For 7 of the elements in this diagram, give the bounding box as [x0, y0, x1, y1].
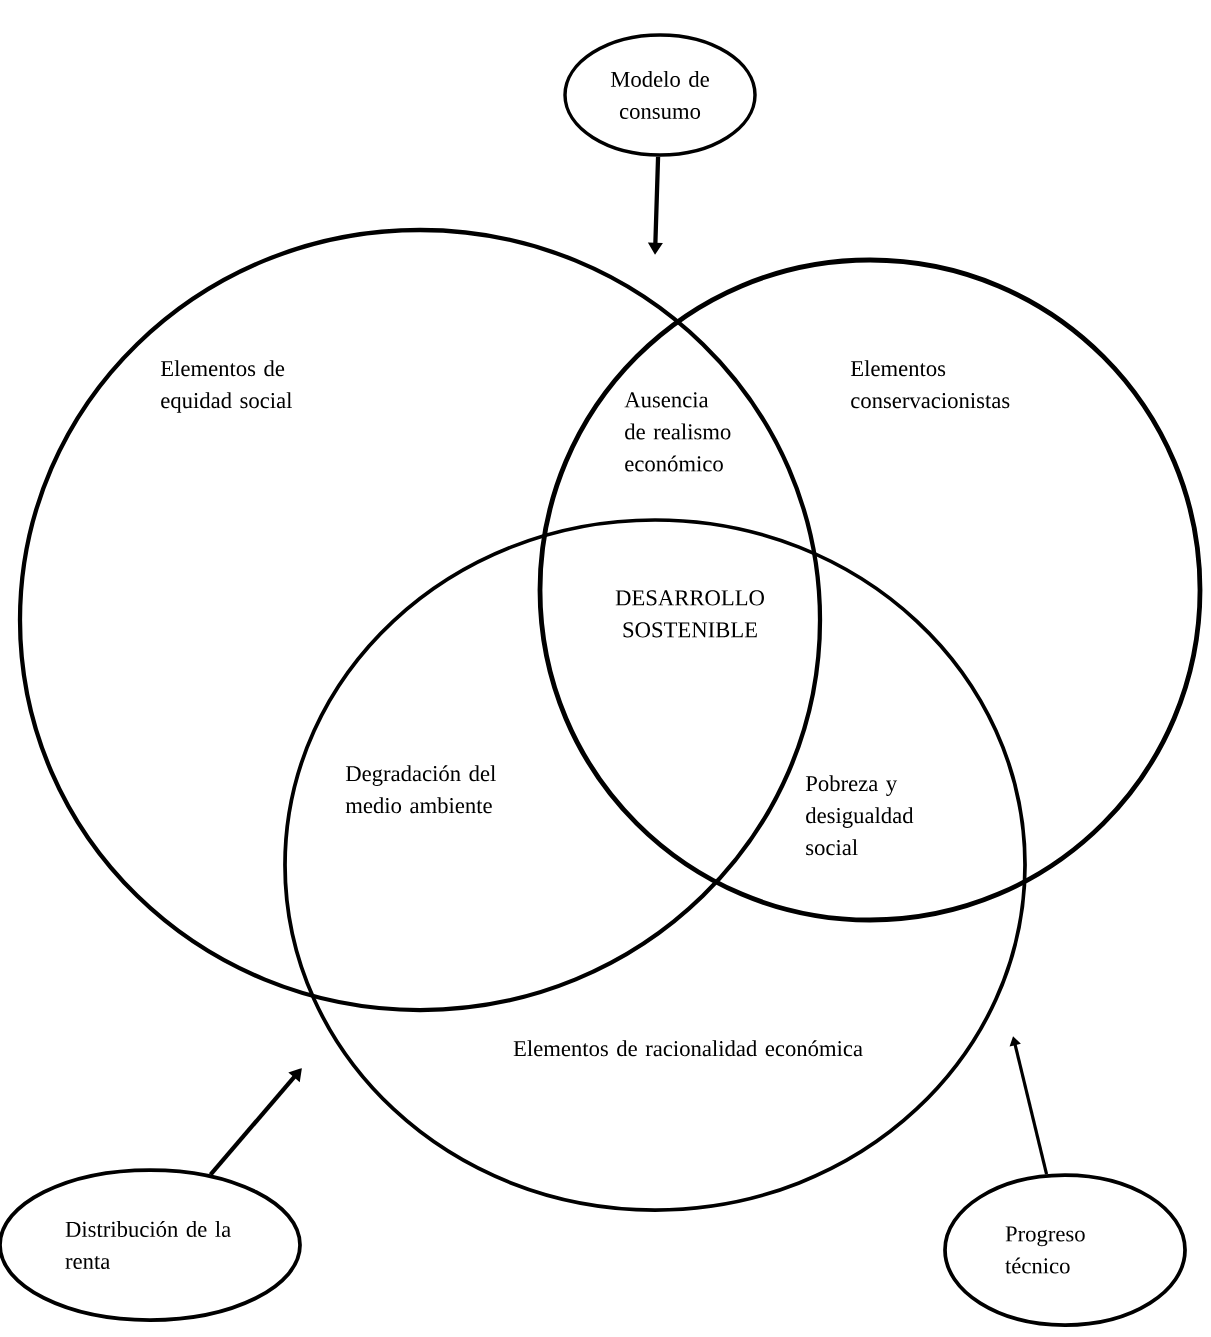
oval: Progreso técnico: [943, 1173, 1187, 1327]
oval: Modelo de consumo: [563, 33, 757, 157]
region-label: Pobreza y desigualdad social: [805, 775, 914, 856]
region-label: Ausencia de realismo económico: [624, 392, 731, 472]
region-label: Degradación del medio ambiente: [345, 765, 496, 814]
arrow: [208, 1068, 302, 1176]
region-label: DESARROLLO SOSTENIBLE: [615, 590, 764, 638]
